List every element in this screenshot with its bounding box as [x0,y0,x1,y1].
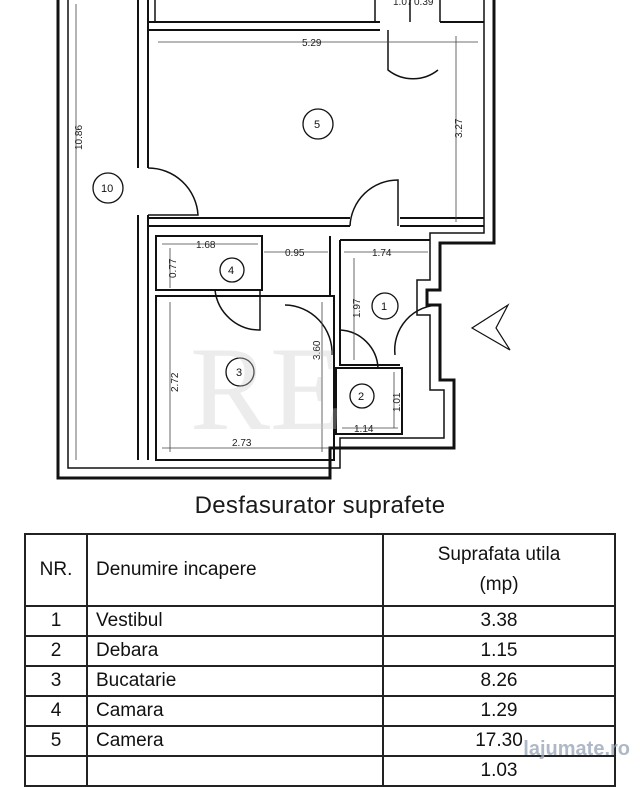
room-label-3: 3 [236,367,242,379]
row-nr [24,755,88,787]
row-name: Bucatarie [86,665,384,697]
door-room1 [339,329,379,369]
row-name: Camara [86,695,384,727]
header-area-label: Suprafata utila [437,544,561,565]
room-label-1: 1 [381,301,387,313]
floor-plan: 5.29 3.27 10.86 1.68 0.77 0.95 1.74 1.97… [56,0,511,480]
dim-1-14: 1.14 [354,424,374,435]
row-nr: 4 [24,695,88,727]
room4-circle [219,257,245,283]
dim-1-74: 1.74 [372,248,392,259]
dim-3-27: 3.27 [454,118,465,138]
row-nr: 3 [24,665,88,697]
row-nr: 5 [24,725,88,757]
room5-bottom-wall [148,217,484,227]
table-row: 5 Camera 17.30 [24,725,616,757]
row-name [86,755,384,787]
room2-circle [349,383,375,409]
top-room-lines [154,0,441,22]
dim-10-86: 10.86 [74,125,85,150]
header-area-unit: (mp) [479,574,519,595]
room5-top-wall [148,21,484,31]
header-area: Suprafata utila (mp) [382,533,616,607]
site-watermark: lajumate.ro [523,738,630,760]
row-area: 1.29 [382,695,616,727]
room-label-4: 4 [228,265,234,277]
door-room5-bottom [349,179,399,227]
row-area: 3.38 [382,605,616,637]
room1-walls [329,236,430,366]
table-row: 2 Debara 1.15 [24,635,616,667]
room-label-5: 5 [314,119,320,131]
door-room10 [147,167,199,216]
row-name: Vestibul [86,605,384,637]
door-room5 [387,30,439,80]
row-name: Camera [86,725,384,757]
watermark-logo: RE [190,322,344,455]
table-title: Desfasurator suprafete [194,492,446,519]
room10-circle [92,172,124,204]
dim-2-73: 2.73 [232,438,252,449]
dim-1-01: 1.01 [392,392,403,412]
dim-3-60: 3.60 [312,340,323,360]
corridor-wall-low [137,215,149,460]
dim-1-97: 1.97 [352,298,363,318]
room-label-10: 10 [101,183,113,195]
dim-0-95: 0.95 [285,248,305,259]
dimension-lines [75,4,478,460]
door-room4 [214,289,261,331]
room-label-2: 2 [358,391,364,403]
dim-0-77: 0.77 [168,258,179,278]
row-nr: 2 [24,635,88,667]
table-row: 1 Vestibul 3.38 [24,605,616,637]
dim-top-1: 1.07 [393,0,413,8]
room4-walls [155,235,263,291]
dim-2-72: 2.72 [170,372,181,392]
row-nr: 1 [24,605,88,637]
row-area: 1.15 [382,635,616,667]
dim-1-68: 1.68 [196,240,216,251]
table-row: 3 Bucatarie 8.26 [24,665,616,697]
room1-circle [371,292,399,320]
header-name: Denumire incapere [86,533,384,607]
entrance-arrow [470,303,511,351]
room3-walls [155,295,335,461]
row-area: 8.26 [382,665,616,697]
table-header-row: NR. Denumire incapere Suprafata utila (m… [24,533,616,607]
dim-top-2: 0.39 [414,0,434,8]
row-area: 17.30 [382,725,616,757]
room3-circle [225,357,255,387]
dim-5-29: 5.29 [302,38,322,49]
door-room3 [284,304,333,356]
table-row: 4 Camara 1.29 [24,695,616,727]
corridor-wall [137,0,149,168]
room5-circle [302,108,334,140]
door-entrance [393,304,441,356]
header-nr: NR. [24,533,88,607]
row-name: Debara [86,635,384,667]
